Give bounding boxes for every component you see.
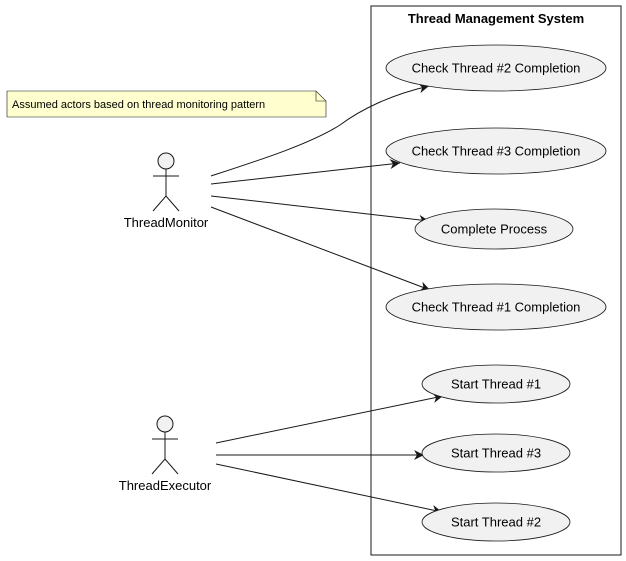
connector-monitor-ucp <box>210 195 430 225</box>
actor-legs <box>151 458 179 475</box>
use-case-ellipse <box>421 433 571 473</box>
use-case-label: Check Thread #3 Completion <box>412 144 581 159</box>
use-case-label: Start Thread #1 <box>451 377 541 392</box>
connector-monitor-uc3c <box>210 159 401 185</box>
use-case-uc1s: Start Thread #1 <box>421 364 571 404</box>
use-case-label: Check Thread #2 Completion <box>412 61 581 76</box>
actor-label: ThreadMonitor <box>124 215 209 230</box>
use-case-uc3c: Check Thread #3 Completion <box>385 127 607 175</box>
note: Assumed actors based on thread monitorin… <box>6 90 327 118</box>
use-case-label: Start Thread #2 <box>451 515 541 530</box>
use-case-uc1c: Check Thread #1 Completion <box>385 283 607 331</box>
use-case-label: Check Thread #1 Completion <box>412 300 581 315</box>
note-text: Assumed actors based on thread monitorin… <box>12 99 265 111</box>
connector-executor-uc1s <box>215 393 444 444</box>
use-case-ellipse <box>421 502 571 542</box>
system-title: Thread Management System <box>408 11 584 26</box>
use-case-ellipse <box>385 44 607 92</box>
use-case-uc2c: Check Thread #2 Completion <box>385 44 607 92</box>
actor-executor: ThreadExecutor <box>119 415 212 493</box>
use-case-uc2s: Start Thread #2 <box>421 502 571 542</box>
actor-label: ThreadExecutor <box>119 478 212 493</box>
use-case-ucp: Complete Process <box>414 208 574 250</box>
actor-head-icon <box>157 152 175 170</box>
use-case-ellipse <box>421 364 571 404</box>
use-case-ellipse <box>385 127 607 175</box>
use-case-label: Start Thread #3 <box>451 446 541 461</box>
system-boundary: Thread Management System <box>370 5 622 556</box>
actor-head-icon <box>156 415 174 433</box>
use-case-ellipse <box>414 208 574 250</box>
connector-monitor-uc1c <box>210 206 431 292</box>
connector-executor-uc2s <box>215 463 443 515</box>
actor-legs <box>152 195 180 212</box>
connectors <box>210 83 444 515</box>
use-case-label: Complete Process <box>441 222 548 237</box>
use-case-ellipse <box>385 283 607 331</box>
use-case-uc3s: Start Thread #3 <box>421 433 571 473</box>
connector-monitor-uc2c <box>210 83 430 177</box>
actor-monitor: ThreadMonitor <box>124 152 209 230</box>
